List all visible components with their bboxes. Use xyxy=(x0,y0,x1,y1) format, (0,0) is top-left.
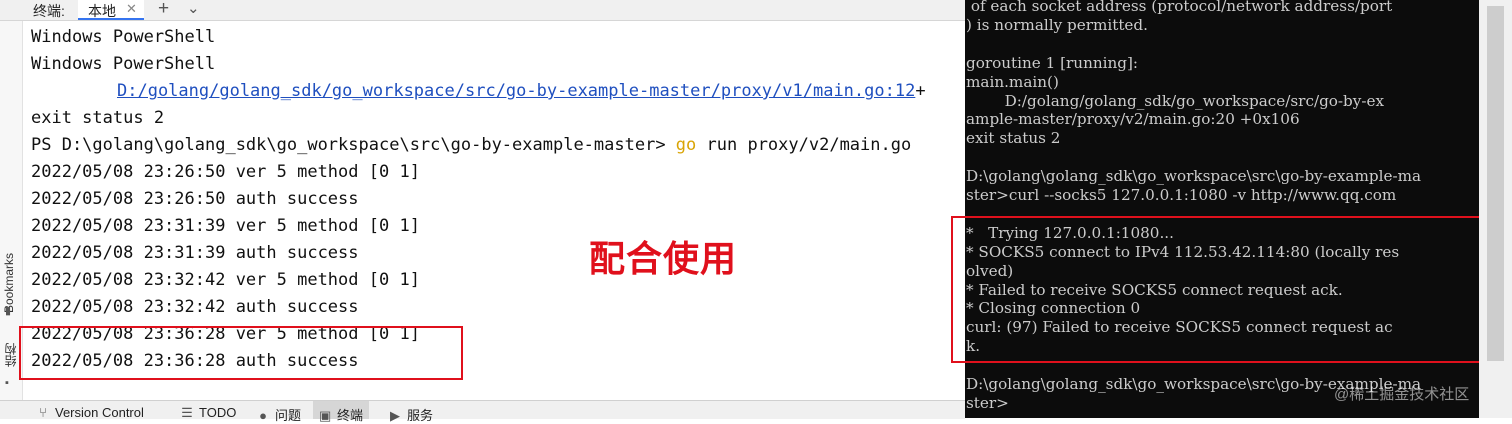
terminal-line: 2022/05/08 23:31:39 ver 5 method [0 1] xyxy=(31,216,420,236)
play-icon: ▶ xyxy=(390,408,400,423)
cmd-line: D:/golang/golang_sdk/go_workspace/src/go… xyxy=(966,91,1385,110)
terminal-line: 2022/05/08 23:32:42 auth success xyxy=(31,297,359,317)
terminal-label: 终端: xyxy=(33,3,65,19)
cmd-line: exit status 2 xyxy=(966,129,1061,148)
annotation-text: 配合使用 xyxy=(589,238,738,279)
list-icon: ☰ xyxy=(181,405,193,420)
todo-button[interactable]: ☰TODO xyxy=(181,405,237,420)
file-link[interactable]: D:/golang/golang_sdk/go_workspace/src/go… xyxy=(117,81,916,101)
cmd-line: ster>curl --socks5 127.0.0.1:1080 -v htt… xyxy=(966,186,1397,204)
info-icon: ● xyxy=(259,408,267,423)
cmd-line: * Closing connection 0 xyxy=(966,299,1141,318)
cmd-line: goroutine 1 [running]: xyxy=(966,53,1139,72)
cmd-scrollbar[interactable] xyxy=(1479,0,1512,418)
highlight-box-server-log xyxy=(19,326,463,380)
tab-local[interactable]: 本地 ✕ xyxy=(78,0,144,20)
scrollbar-thumb[interactable] xyxy=(1487,6,1504,361)
tab-local-label: 本地 xyxy=(88,3,116,19)
terminal-line: exit status 2 xyxy=(31,108,165,128)
structure-icon[interactable]: ▪ xyxy=(5,377,9,389)
cmd-line: olved) xyxy=(966,261,1014,280)
prompt-command: go xyxy=(675,135,697,155)
chevron-down-icon[interactable]: ⌄ xyxy=(187,0,200,17)
terminal-line: 2022/05/08 23:36:28 ver 5 method [0 1] xyxy=(31,324,420,344)
cmd-line: * SOCKS5 connect to IPv4 112.53.42.114:8… xyxy=(966,242,1400,261)
cmd-console-window[interactable]: of each socket address (protocol/network… xyxy=(965,0,1512,418)
terminal-line: 2022/05/08 23:32:42 ver 5 method [0 1] xyxy=(31,270,420,290)
prompt-args: run proxy/v2/main.go xyxy=(696,135,912,155)
terminal-line: 2022/05/08 23:36:28 auth success xyxy=(31,351,359,371)
terminal-tab-bar: 终端: 本地 ✕ + ⌄ xyxy=(0,0,965,21)
prompt-path: PS D:\golang\golang_sdk\go_workspace\src… xyxy=(31,135,676,155)
version-control-button[interactable]: ⑂Version Control xyxy=(37,405,144,420)
cmd-line: of each socket address (protocol/network… xyxy=(966,0,1393,15)
terminal-line: Windows PowerShell xyxy=(31,54,216,74)
left-tool-strip: Bookmarks ▮ 结构 ▪ xyxy=(0,21,23,400)
terminal-icon: ▣ xyxy=(319,408,332,423)
terminal-line: 2022/05/08 23:26:50 ver 5 method [0 1] xyxy=(31,162,420,182)
terminal-line: Windows PowerShell xyxy=(31,27,216,47)
cmd-line: ster> xyxy=(966,393,1009,412)
terminal-output[interactable]: Windows PowerShell Windows PowerShell D:… xyxy=(31,24,926,371)
watermark-text: @稀土掘金技术社区 xyxy=(1334,386,1470,403)
cmd-line: curl: (97) Failed to receive SOCKS5 conn… xyxy=(966,318,1393,337)
cmd-line: ) is normally permitted. xyxy=(966,15,1148,34)
terminal-tool-button[interactable]: ▣终端 xyxy=(313,401,370,423)
ide-terminal-panel: 终端: 本地 ✕ + ⌄ Bookmarks ▮ 结构 ▪ Windows Po… xyxy=(0,0,965,423)
services-button[interactable]: ▶服务 xyxy=(390,408,434,423)
cmd-line: * Failed to receive SOCKS5 connect reque… xyxy=(966,280,1343,299)
cmd-line: D:\golang\golang_sdk\go_workspace\src\go… xyxy=(966,375,1422,393)
close-icon[interactable]: ✕ xyxy=(126,1,137,16)
cmd-line: main.main() xyxy=(966,72,1059,91)
structure-tool-label[interactable]: 结构 xyxy=(4,343,18,367)
terminal-line: 2022/05/08 23:31:39 auth success xyxy=(31,243,359,263)
bottom-tool-bar: ⑂Version Control ☰TODO ●问题 ▣终端 ▶服务 xyxy=(0,400,965,423)
terminal-prompt-line: PS D:\golang\golang_sdk\go_workspace\src… xyxy=(31,132,911,159)
link-suffix: + xyxy=(915,81,926,101)
cmd-line: * Trying 127.0.0.1:1080... xyxy=(966,223,1174,242)
bookmark-icon[interactable]: ▮ xyxy=(5,305,12,317)
add-tab-icon[interactable]: + xyxy=(158,0,170,19)
problems-button[interactable]: ●问题 xyxy=(257,405,301,424)
branch-icon: ⑂ xyxy=(39,405,47,420)
cmd-line: D:\golang\golang_sdk\go_workspace\src\go… xyxy=(966,167,1422,186)
highlight-box-curl-output xyxy=(951,216,1503,363)
terminal-link-line: D:/golang/golang_sdk/go_workspace/src/go… xyxy=(31,78,926,105)
cmd-line: ample-master/proxy/v2/main.go:20 +0x106 xyxy=(966,110,1300,129)
terminal-line: 2022/05/08 23:26:50 auth success xyxy=(31,189,359,209)
cmd-line: k. xyxy=(966,337,981,356)
